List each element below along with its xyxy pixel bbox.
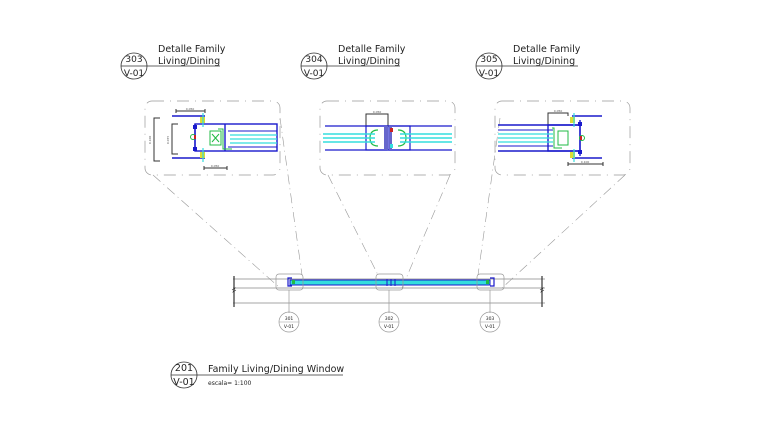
projection-leaders <box>152 117 626 289</box>
detail-title-line2: Living/Dining <box>158 56 220 67</box>
dimension-label: 0.050 <box>373 110 382 114</box>
detail-drawing-304: 0.050 <box>323 110 452 151</box>
title-name: Family Living/Dining Window <box>208 364 344 375</box>
detail-number: 304 <box>305 55 322 65</box>
title-sheet: V-01 <box>173 377 194 388</box>
dimension-label: 0.050 <box>186 107 195 111</box>
detail-title-line1: Detalle Family <box>158 44 226 55</box>
detail-number: 305 <box>480 55 497 65</box>
leader-line <box>327 174 379 276</box>
glazing <box>289 279 491 286</box>
title-scale: escala= 1:100 <box>208 380 252 387</box>
detail-sheet: V-01 <box>479 69 499 79</box>
leader-line <box>152 174 281 289</box>
detail-header-305: 305 V-01 Detalle Family Living/Dining <box>475 44 581 80</box>
window-plan <box>231 273 545 313</box>
dimension-label: 0.050 <box>211 164 220 168</box>
detail-title-line2: Living/Dining <box>513 56 575 67</box>
detail-frame-304 <box>319 100 456 176</box>
title-number: 201 <box>175 363 193 374</box>
plan-callout-302: 302 V-01 <box>378 311 400 333</box>
detail-frame-303 <box>144 100 281 176</box>
callout-sheet: V-01 <box>384 324 394 330</box>
detail-header-304: 304 V-01 Detalle Family Living/Dining <box>300 44 406 80</box>
plan-callout-301: 301 V-01 <box>278 311 300 333</box>
leader-line <box>501 174 626 289</box>
leader-line <box>401 174 451 289</box>
callout-number: 303 <box>486 316 495 322</box>
detail-number: 303 <box>125 55 142 65</box>
detail-title-line2: Living/Dining <box>338 56 400 67</box>
callout-sheet: V-01 <box>284 324 294 330</box>
dimension-label: 0.100 <box>581 160 590 164</box>
detail-drawing-303: 0.050 0.100 0.075 0.050 <box>148 107 278 170</box>
dimension-label: 0.075 <box>166 136 170 145</box>
plan-callout-box <box>476 273 505 291</box>
detail-sheet: V-01 <box>124 69 144 79</box>
detail-drawing-305: 0.050 0.100 <box>498 109 604 166</box>
dimension-label: 0.050 <box>554 109 563 113</box>
leader-line <box>279 117 303 276</box>
callout-number: 302 <box>385 316 394 322</box>
drawing-title-block: 201 V-01 Family Living/Dining Window esc… <box>170 361 344 389</box>
callout-sheet: V-01 <box>485 324 495 330</box>
plan-callout-303: 303 V-01 <box>479 311 501 333</box>
detail-sheet: V-01 <box>304 69 324 79</box>
detail-header-303: 303 V-01 Detalle Family Living/Dining <box>120 44 226 80</box>
callout-number: 301 <box>285 316 294 322</box>
leader-line <box>477 117 501 276</box>
detail-frame-305 <box>494 100 631 176</box>
plan-callout-box <box>375 273 404 291</box>
detail-title-line1: Detalle Family <box>338 44 406 55</box>
dimension-label: 0.100 <box>148 136 152 145</box>
detail-title-line1: Detalle Family <box>513 44 581 55</box>
plan-callout-box <box>275 273 304 291</box>
